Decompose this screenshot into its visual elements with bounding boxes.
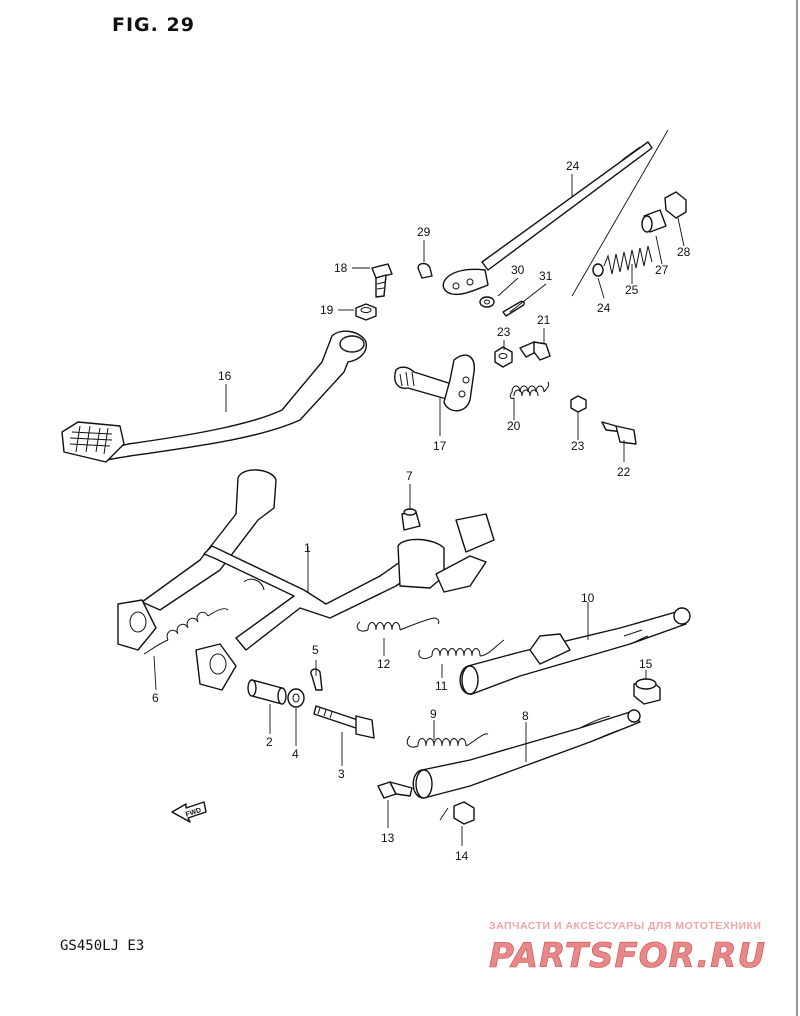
- callout-25: 24: [597, 301, 611, 315]
- part-9-spring: [406, 733, 489, 748]
- callout-16: 16: [218, 369, 232, 383]
- part-5-cotter-pin: [310, 668, 323, 691]
- callout-9: 9: [430, 707, 437, 721]
- callout-20: 20: [507, 419, 521, 433]
- part-3-pivot-bolt: [313, 705, 375, 739]
- callout-8: 8: [522, 709, 529, 723]
- part-23-nut-upper: [494, 346, 513, 368]
- rod-axis-line: [571, 129, 669, 297]
- part-10-side-stand: [459, 607, 691, 695]
- callout-7: 7: [406, 469, 413, 483]
- part-15-rubber-pad: [633, 678, 661, 705]
- callout-31: 31: [539, 269, 553, 283]
- callout-30: 30: [511, 263, 525, 277]
- callout-27: 27: [655, 263, 669, 277]
- part-30-washer: [479, 296, 495, 308]
- callout-19: 19: [320, 303, 334, 317]
- callout-2: 2: [266, 735, 273, 749]
- part-6-spring: [143, 608, 229, 655]
- figure-title: FIG. 29: [112, 14, 195, 36]
- part-12-spring: [356, 617, 440, 632]
- callout-17: 17: [433, 439, 447, 453]
- part-16-brake-pedal: [61, 330, 367, 463]
- part-20-spring: [509, 381, 550, 399]
- callout-21: 21: [537, 313, 551, 327]
- callout-29: 29: [417, 225, 431, 239]
- part-17-brake-shaft: [394, 354, 475, 412]
- callout-28: 28: [677, 245, 691, 259]
- part-13-bolt: [377, 781, 413, 799]
- part-1-center-stand: [117, 469, 495, 691]
- watermark-logo: PARTSFOR.RU: [489, 936, 766, 974]
- callout-15: 15: [639, 657, 653, 671]
- part-25-washer: [592, 263, 604, 277]
- callout-23-upper: 23: [497, 325, 511, 339]
- callout-11: 11: [435, 679, 448, 693]
- part-11-spring: [418, 639, 505, 659]
- part-26-spring: [603, 245, 653, 275]
- part-22-bolt: [601, 421, 637, 445]
- watermark-brand: PARTSFOR.RU: [489, 936, 766, 974]
- part-28-adjuster-nut: [664, 191, 687, 219]
- part-8-side-stand: [412, 709, 641, 799]
- part-23-nut-lower: [570, 395, 587, 413]
- callout-5: 5: [312, 643, 319, 657]
- part-27-sleeve: [641, 209, 667, 233]
- part-17-brake-arm: [442, 268, 489, 296]
- callout-labels: 24 29 18 19 30 31 23 21 16 17 20 23 22 2…: [152, 159, 691, 863]
- part-4-washer: [287, 688, 305, 708]
- callout-26: 25: [625, 283, 639, 297]
- part-18-bolt: [371, 263, 393, 298]
- callout-1: 1: [304, 541, 311, 555]
- forward-direction-arrow: FWD: [171, 801, 207, 823]
- part-2-collar: [247, 679, 287, 705]
- part-29-clip: [417, 262, 433, 279]
- callout-4: 4: [292, 747, 299, 761]
- part-7-rubber-stopper: [401, 508, 421, 531]
- callout-13: 13: [381, 831, 395, 845]
- callout-10: 10: [581, 591, 595, 605]
- callout-24: 24: [566, 159, 580, 173]
- callout-3: 3: [338, 767, 345, 781]
- callout-6: 6: [152, 691, 159, 705]
- leader-lines: [153, 174, 685, 846]
- fwd-label: FWD: [185, 807, 202, 819]
- part-24-brake-rod: [481, 141, 653, 271]
- callout-23-lower: 23: [571, 439, 585, 453]
- callout-18: 18: [334, 261, 348, 275]
- callout-22: 22: [617, 465, 631, 479]
- model-code: GS450LJ E3: [60, 938, 145, 954]
- part-21-bolt: [519, 341, 551, 361]
- part-14-nut: [453, 801, 475, 825]
- part-19-nut: [355, 303, 377, 321]
- callout-12: 12: [377, 657, 391, 671]
- callout-14: 14: [455, 849, 469, 863]
- watermark-tagline: ЗАПЧАСТИ И АКСЕССУАРЫ ДЛЯ МОТОТЕХНИКИ: [489, 920, 762, 932]
